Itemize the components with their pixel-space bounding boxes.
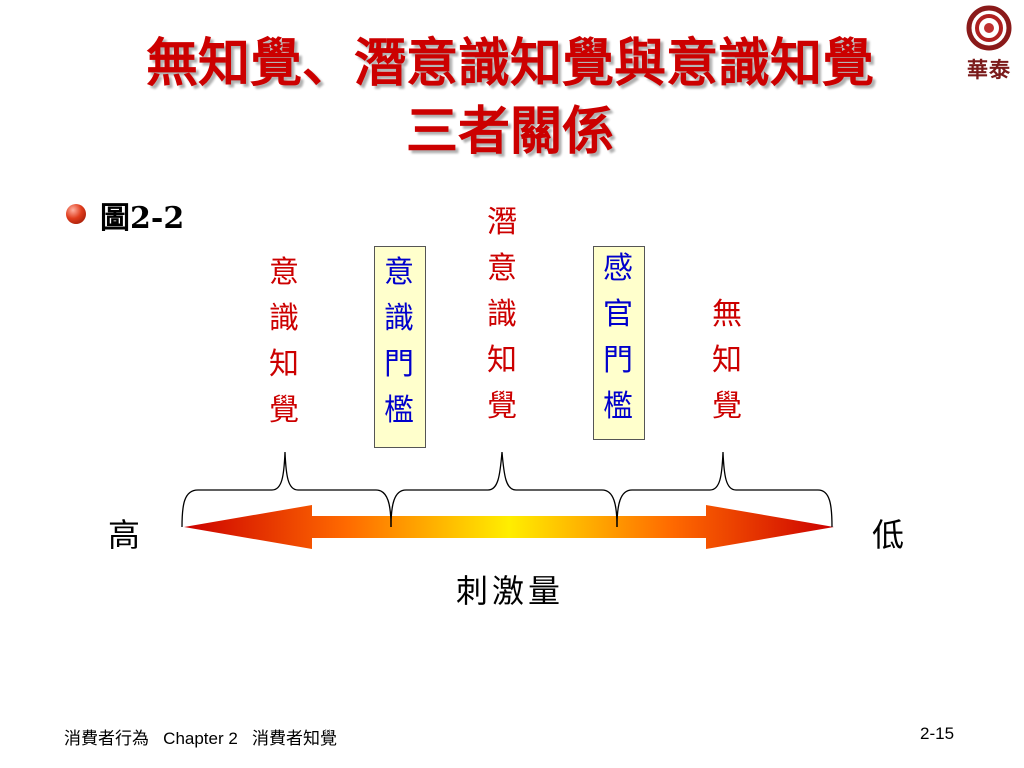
title-line-2: 三者關係 [405, 101, 614, 162]
label-low: 低 [872, 516, 905, 554]
conscious-threshold-box [374, 246, 426, 448]
label-conscious: 意 識 知 覺 [269, 255, 299, 428]
label-unaware: 無 知 覺 [712, 297, 742, 424]
bullet-icon [66, 204, 86, 224]
sensory-threshold-box [593, 246, 645, 440]
stimulus-double-arrow [184, 505, 834, 549]
brace-unaware [616, 451, 833, 528]
axis-caption: 刺激量 [455, 572, 564, 610]
label-conscious-threshold: 意 識 門 檻 [384, 255, 414, 428]
slide-title: 無知覺、潛意識知覺與意識知覺 三者關係 [40, 30, 980, 166]
label-high: 高 [108, 516, 141, 554]
footer-page-number: 2-15 [920, 724, 955, 743]
logo-text: 華泰 [967, 57, 1011, 82]
label-sensory-threshold: 感 官 門 檻 [603, 251, 633, 424]
logo-rings-icon [966, 5, 1012, 51]
title-line-1: 無知覺、潛意識知覺與意識知覺 [145, 33, 874, 94]
brace-conscious [181, 451, 392, 528]
label-subliminal: 潛 意 識 知 覺 [487, 205, 517, 424]
brace-subliminal [390, 451, 618, 528]
figure-label: 圖2-2 [100, 201, 185, 236]
publisher-logo: 華泰 [958, 4, 1020, 86]
footer-course: 消費者行為 Chapter 2 消費者知覺 [64, 729, 337, 748]
